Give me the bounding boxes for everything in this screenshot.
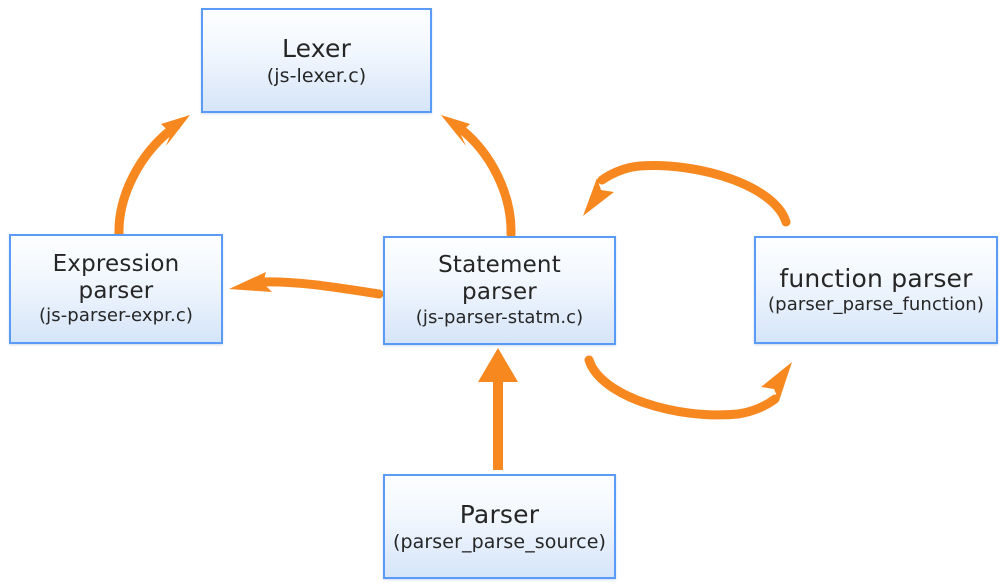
node-statement-parser-title: Statement parser	[438, 252, 561, 306]
arrow-statement-to-lexer	[441, 115, 516, 239]
node-function-parser-title: function parser	[779, 264, 973, 294]
arrow-statement-to-function	[584, 355, 792, 420]
node-expression-parser[interactable]: Expression parser (js-parser-expr.c)	[9, 234, 223, 344]
arrow-function-to-statement	[583, 161, 791, 227]
node-lexer[interactable]: Lexer (js-lexer.c)	[201, 8, 432, 113]
arrow-expression-to-lexer	[114, 115, 190, 239]
arrow-parser-to-statement	[478, 348, 518, 470]
node-lexer-subtitle: (js-lexer.c)	[266, 64, 367, 87]
node-statement-parser[interactable]: Statement parser (js-parser-statm.c)	[383, 236, 616, 345]
node-function-parser[interactable]: function parser (parser_parse_function)	[754, 236, 998, 344]
node-expression-parser-subtitle: (js-parser-expr.c)	[39, 305, 193, 327]
node-parser[interactable]: Parser (parser_parse_source)	[383, 474, 616, 579]
node-parser-subtitle: (parser_parse_source)	[392, 530, 607, 553]
arrow-statement-to-expression	[229, 272, 384, 299]
node-lexer-title: Lexer	[281, 33, 352, 63]
node-parser-title: Parser	[459, 499, 540, 529]
node-statement-parser-subtitle: (js-parser-statm.c)	[415, 306, 584, 328]
node-function-parser-subtitle: (parser_parse_function)	[768, 294, 984, 316]
node-expression-parser-title: Expression parser	[52, 250, 180, 304]
